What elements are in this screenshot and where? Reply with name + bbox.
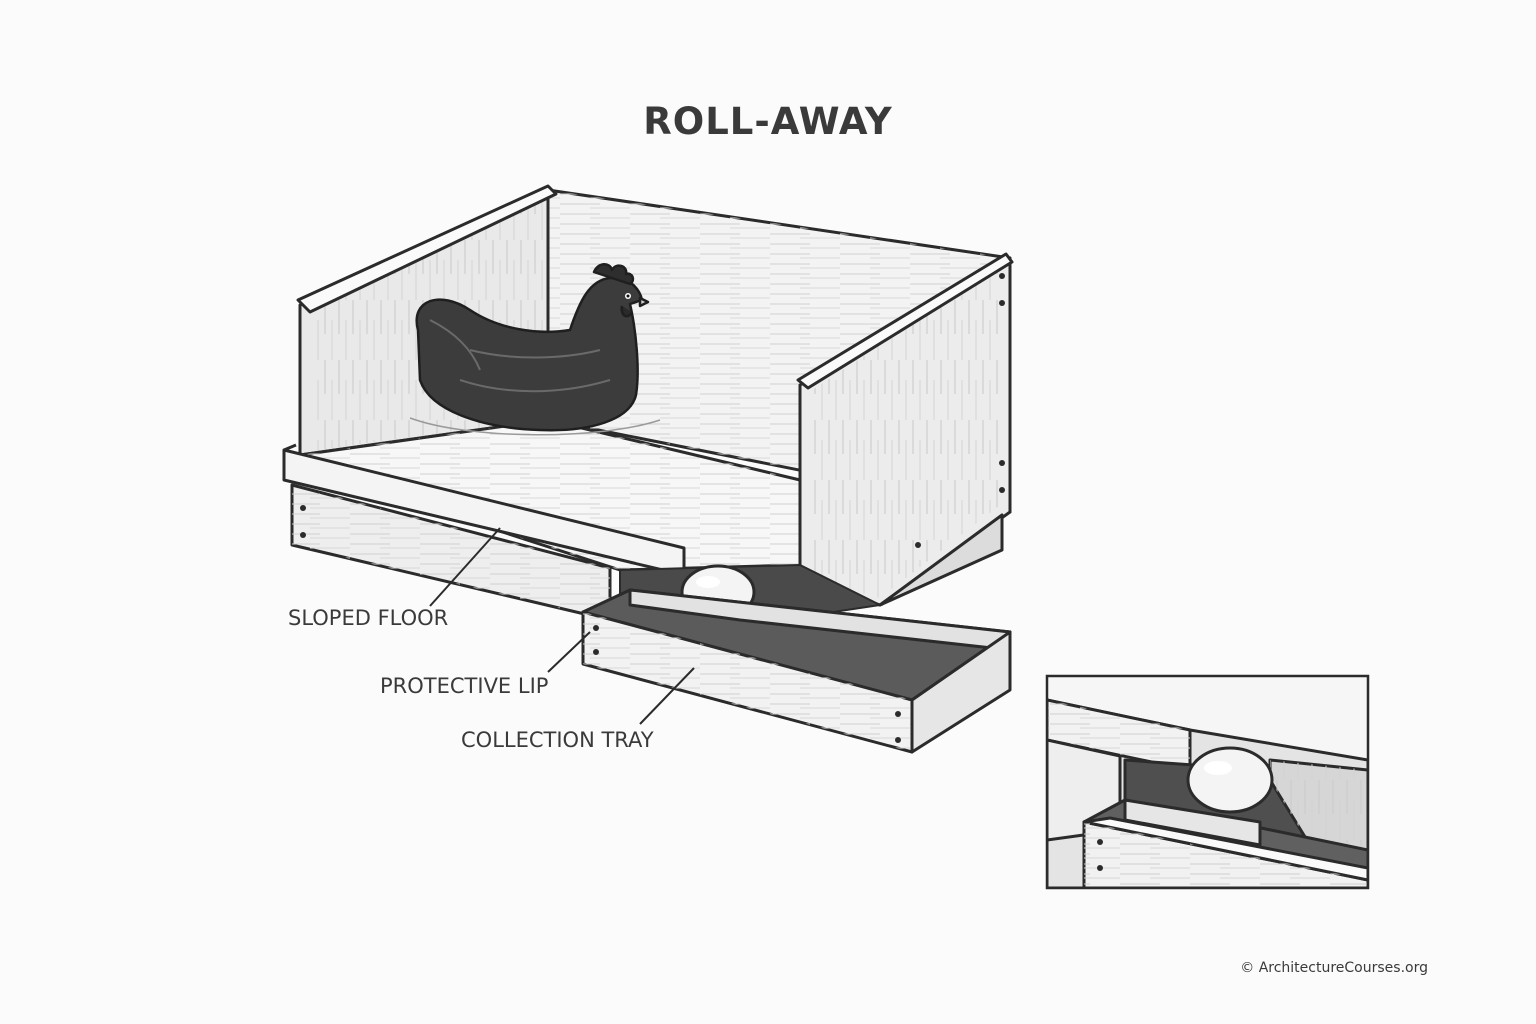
label-sloped-floor: SLOPED FLOOR xyxy=(288,606,449,630)
leader-protective-lip xyxy=(547,631,591,673)
label-collection-tray: COLLECTION TRAY xyxy=(461,728,654,752)
inset-egg xyxy=(1186,746,1274,814)
detail-inset xyxy=(1045,674,1370,890)
copyright-credit: © ArchitectureCourses.org xyxy=(1240,960,1428,976)
label-protective-lip: PROTECTIVE LIP xyxy=(380,674,549,698)
nest-box xyxy=(282,184,1014,622)
hen xyxy=(409,263,661,436)
collection-tray xyxy=(581,588,1012,754)
leader-sloped-floor xyxy=(429,527,501,607)
page-title: ROLL-AWAY xyxy=(643,100,893,143)
leader-collection-tray xyxy=(639,667,695,725)
leader-lines xyxy=(429,527,695,725)
